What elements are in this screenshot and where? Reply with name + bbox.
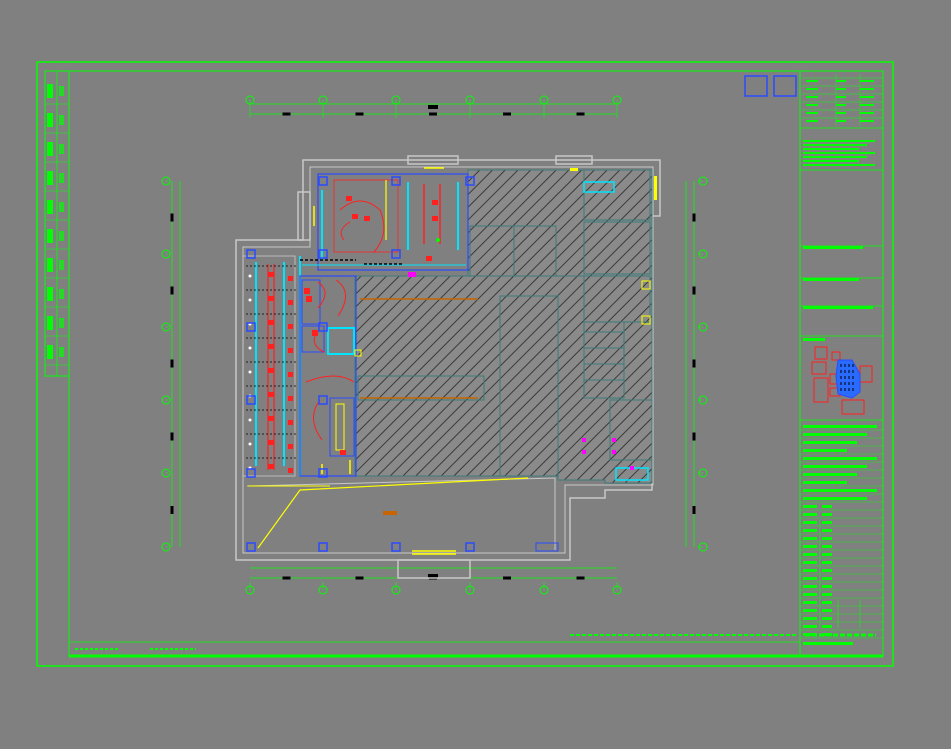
axis-bubble: [698, 542, 708, 552]
axis-bubble: [698, 395, 708, 405]
stamp-box-left: [744, 75, 768, 97]
building-outline: [235, 155, 661, 579]
binding-strip-labels: [45, 84, 69, 366]
axis-bubble: [161, 395, 171, 405]
magenta-markers: [408, 272, 634, 470]
axis-bubble: [698, 176, 708, 186]
axis-bubble: [698, 468, 708, 478]
axis-bubble: [539, 95, 549, 105]
axis-bubble: [161, 322, 171, 332]
axis-bubble: [612, 585, 622, 595]
axis-bubble: [612, 95, 622, 105]
structural-columns: [246, 176, 651, 552]
sheet-frame: [36, 61, 894, 667]
axis-bubble: [161, 468, 171, 478]
axis-bubble: [161, 249, 171, 259]
lighting-zone-left: [242, 255, 330, 487]
axis-bubble: [539, 585, 549, 595]
axis-bubble: [161, 176, 171, 186]
axis-bubble: [245, 95, 255, 105]
middle-rooms: [299, 275, 362, 477]
axis-bubble: [161, 542, 171, 552]
hatched-area: [354, 169, 653, 484]
axis-bubble: [465, 95, 475, 105]
axis-bubble: [391, 585, 401, 595]
dimension-lines: [161, 95, 708, 595]
binding-strip: [44, 70, 70, 377]
axis-bubble: [318, 95, 328, 105]
axis-bubble: [318, 585, 328, 595]
axis-bubble: [391, 95, 401, 105]
axis-bubble: [465, 585, 475, 595]
axis-bubble: [698, 249, 708, 259]
lighting-zone-top: [300, 167, 657, 271]
bottom-room: [246, 477, 559, 555]
stamp-box-right: [773, 75, 797, 97]
bottom-notes: [75, 633, 876, 650]
axis-bubble: [698, 322, 708, 332]
title-block: [800, 74, 883, 645]
axis-bubble: [245, 585, 255, 595]
